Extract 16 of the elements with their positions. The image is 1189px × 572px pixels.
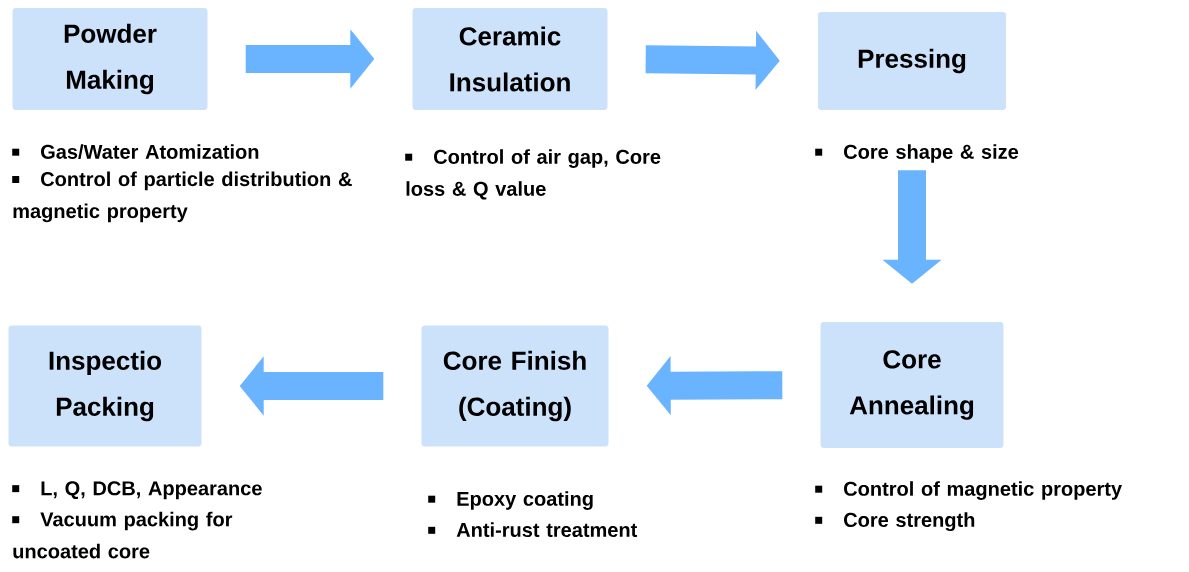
process-box: Core Annealing: [820, 322, 1004, 448]
bullet-item: Core strength: [815, 512, 975, 532]
bullet-item: Anti-rust treatment: [428, 522, 638, 537]
bullet-item: Core shape & size: [815, 144, 1019, 163]
process-box: Powder Making: [12, 8, 208, 110]
bullet-item: Control of air gap, Core loss & Q value: [405, 149, 661, 200]
bullet-item: Vacuum packing for uncoated core: [12, 511, 233, 559]
bullet-item: Gas/Water Atomization: [12, 144, 259, 160]
bullet-item: L, Q, DCB, Appearance: [12, 481, 262, 500]
process-box: Ceramic Insulation: [412, 8, 608, 110]
process-box: Pressing: [818, 12, 1006, 110]
process-box: Inspectio Packing: [8, 325, 202, 447]
process-box: Core Finish (Coating): [421, 325, 609, 447]
bullet-item: Epoxy coating: [428, 491, 593, 510]
bullet-item: Control of particle distribution & magnetic property: [12, 171, 352, 223]
bullet-item: Control of magnetic property: [815, 481, 1122, 500]
